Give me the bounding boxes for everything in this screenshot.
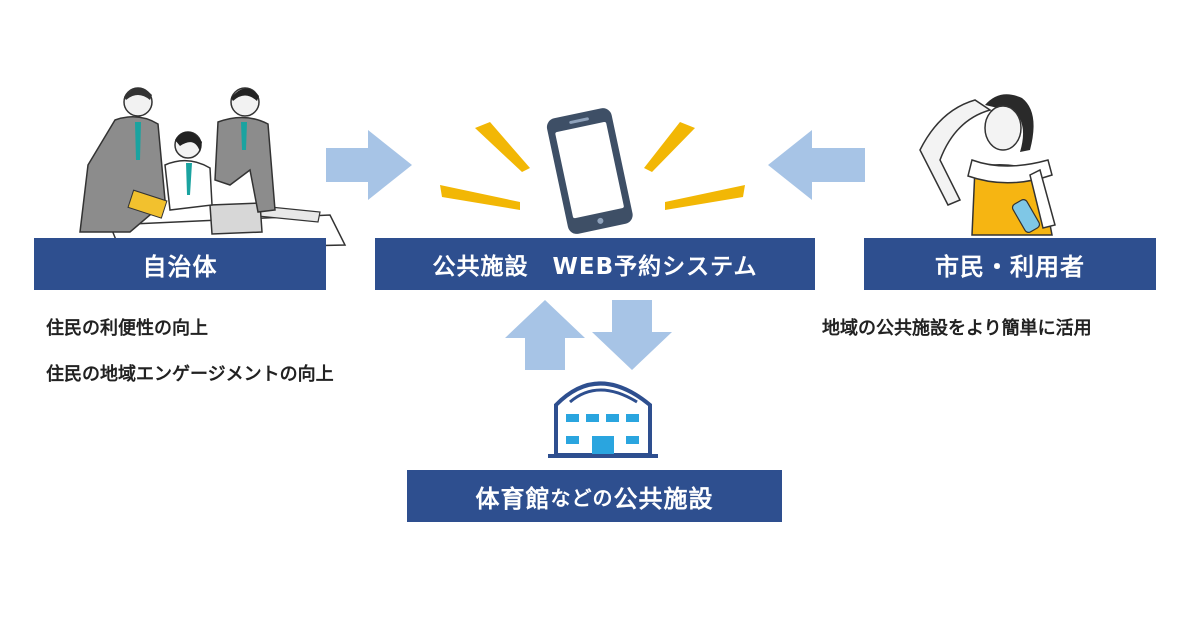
- office-workers-illustration: [79, 87, 347, 251]
- arrow-up-to-system: [505, 300, 585, 370]
- arrow-right-to-center: [768, 130, 865, 200]
- citizens-label-box: 市民・利用者: [864, 238, 1156, 290]
- woman-runner-illustration: [919, 94, 1056, 236]
- facility-label-part2: などの: [550, 485, 614, 510]
- smartphone-icon: [546, 108, 633, 234]
- citizens-label: 市民・利用者: [935, 252, 1085, 281]
- reservation-system-label-box: 公共施設 WEB予約システム: [375, 238, 815, 290]
- arrow-down-to-facility: [592, 300, 672, 370]
- facility-label-box: 体育館 などの 公共施設: [407, 470, 782, 522]
- reservation-system-label: 公共施設 WEB予約システム: [432, 254, 758, 280]
- municipality-benefit-2: 住民の地域エンゲージメントの向上: [46, 364, 334, 385]
- municipality-label-box: 自治体: [34, 238, 326, 290]
- facility-label-part1: 体育館: [475, 484, 551, 513]
- arrow-left-to-center: [326, 130, 412, 200]
- municipality-label: 自治体: [142, 252, 218, 281]
- facility-label-part3: 公共施設: [613, 484, 714, 513]
- municipality-benefit-1: 住民の利便性の向上: [46, 318, 208, 339]
- burst-rays: [440, 122, 745, 210]
- citizens-benefit-1: 地域の公共施設をより簡単に活用: [822, 318, 1092, 339]
- building-icon: [548, 381, 658, 458]
